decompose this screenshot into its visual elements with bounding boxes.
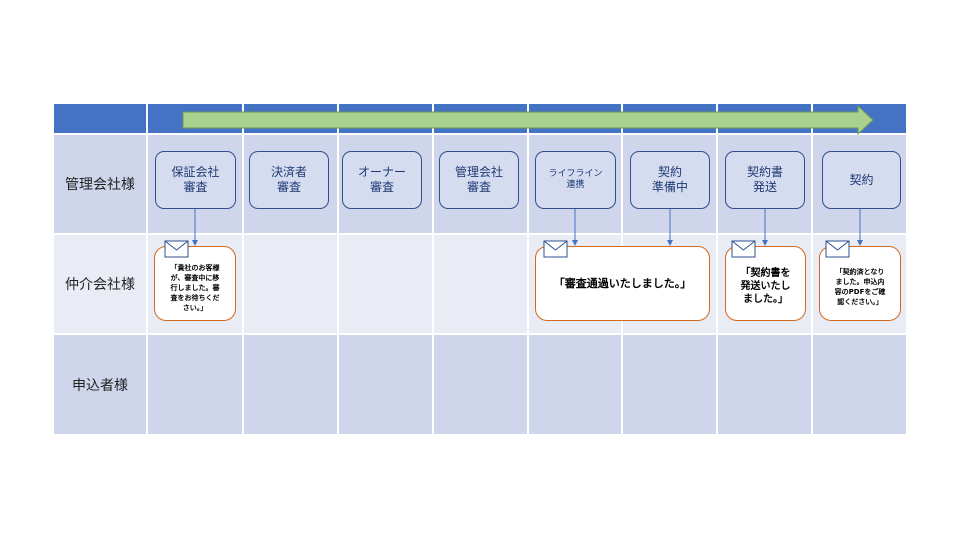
column-divider	[337, 104, 339, 434]
notice-review-passed: 「審査通過いたしました。」	[535, 246, 710, 321]
step-owner-review: オーナー 審査	[342, 151, 422, 209]
envelope-icon	[164, 240, 189, 258]
lane-label-applicant: 申込者様	[54, 335, 146, 434]
notice-text: 「審査通過いたしました。」	[553, 276, 692, 290]
step-contract-sent: 契約書 発送	[725, 151, 805, 209]
step-label: 契約	[849, 172, 874, 187]
envelope-icon	[825, 240, 850, 258]
step-label: 管理会社 審査	[454, 165, 503, 194]
notice-text: 「貴社のお客様 が、審査中に移 行しました。審 査をお待ちくだ さい。」	[170, 263, 220, 312]
step-label: 保証会社 審査	[171, 165, 220, 194]
notice-contract-done: 「契約済となり ました。申込内 容のPDFをご確 認ください。」	[819, 246, 901, 321]
column-divider	[716, 104, 718, 434]
notice-under-review: 「貴社のお客様 が、審査中に移 行しました。審 査をお待ちくだ さい。」	[154, 246, 236, 321]
step-lifeline-link: ライフライン 連携	[535, 151, 616, 209]
step-contract-preparing: 契約 準備中	[630, 151, 710, 209]
column-divider	[811, 104, 813, 434]
step-label: 契約 準備中	[651, 165, 688, 194]
lane-label-management: 管理会社様	[54, 135, 146, 233]
step-label: ライフライン 連携	[548, 169, 603, 190]
step-contract: 契約	[822, 151, 901, 209]
step-label: 契約書 発送	[746, 165, 783, 194]
step-guarantor-review: 保証会社 審査	[155, 151, 236, 209]
column-divider	[242, 104, 244, 434]
step-label: 決済者 審査	[270, 165, 307, 194]
lane-label-broker: 仲介会社様	[54, 235, 146, 333]
step-management-review: 管理会社 審査	[439, 151, 519, 209]
lane-label-text: 仲介会社様	[65, 277, 135, 293]
notice-text: 「契約書を 発送いたし ました。」	[740, 268, 791, 305]
envelope-icon	[731, 240, 756, 258]
lane-label-text: 管理会社様	[65, 177, 135, 193]
lane-label-text: 申込者様	[72, 377, 128, 394]
step-approver-review: 決済者 審査	[249, 151, 329, 209]
notice-contract-sent: 「契約書を 発送いたし ました。」	[725, 246, 806, 321]
column-divider	[432, 104, 434, 434]
envelope-icon	[543, 240, 568, 258]
column-divider	[527, 104, 529, 434]
notice-text: 「契約済となり ました。申込内 容のPDFをご確 認ください。」	[834, 267, 886, 306]
header-label-cell	[54, 104, 146, 133]
step-label: オーナー 審査	[357, 165, 406, 194]
